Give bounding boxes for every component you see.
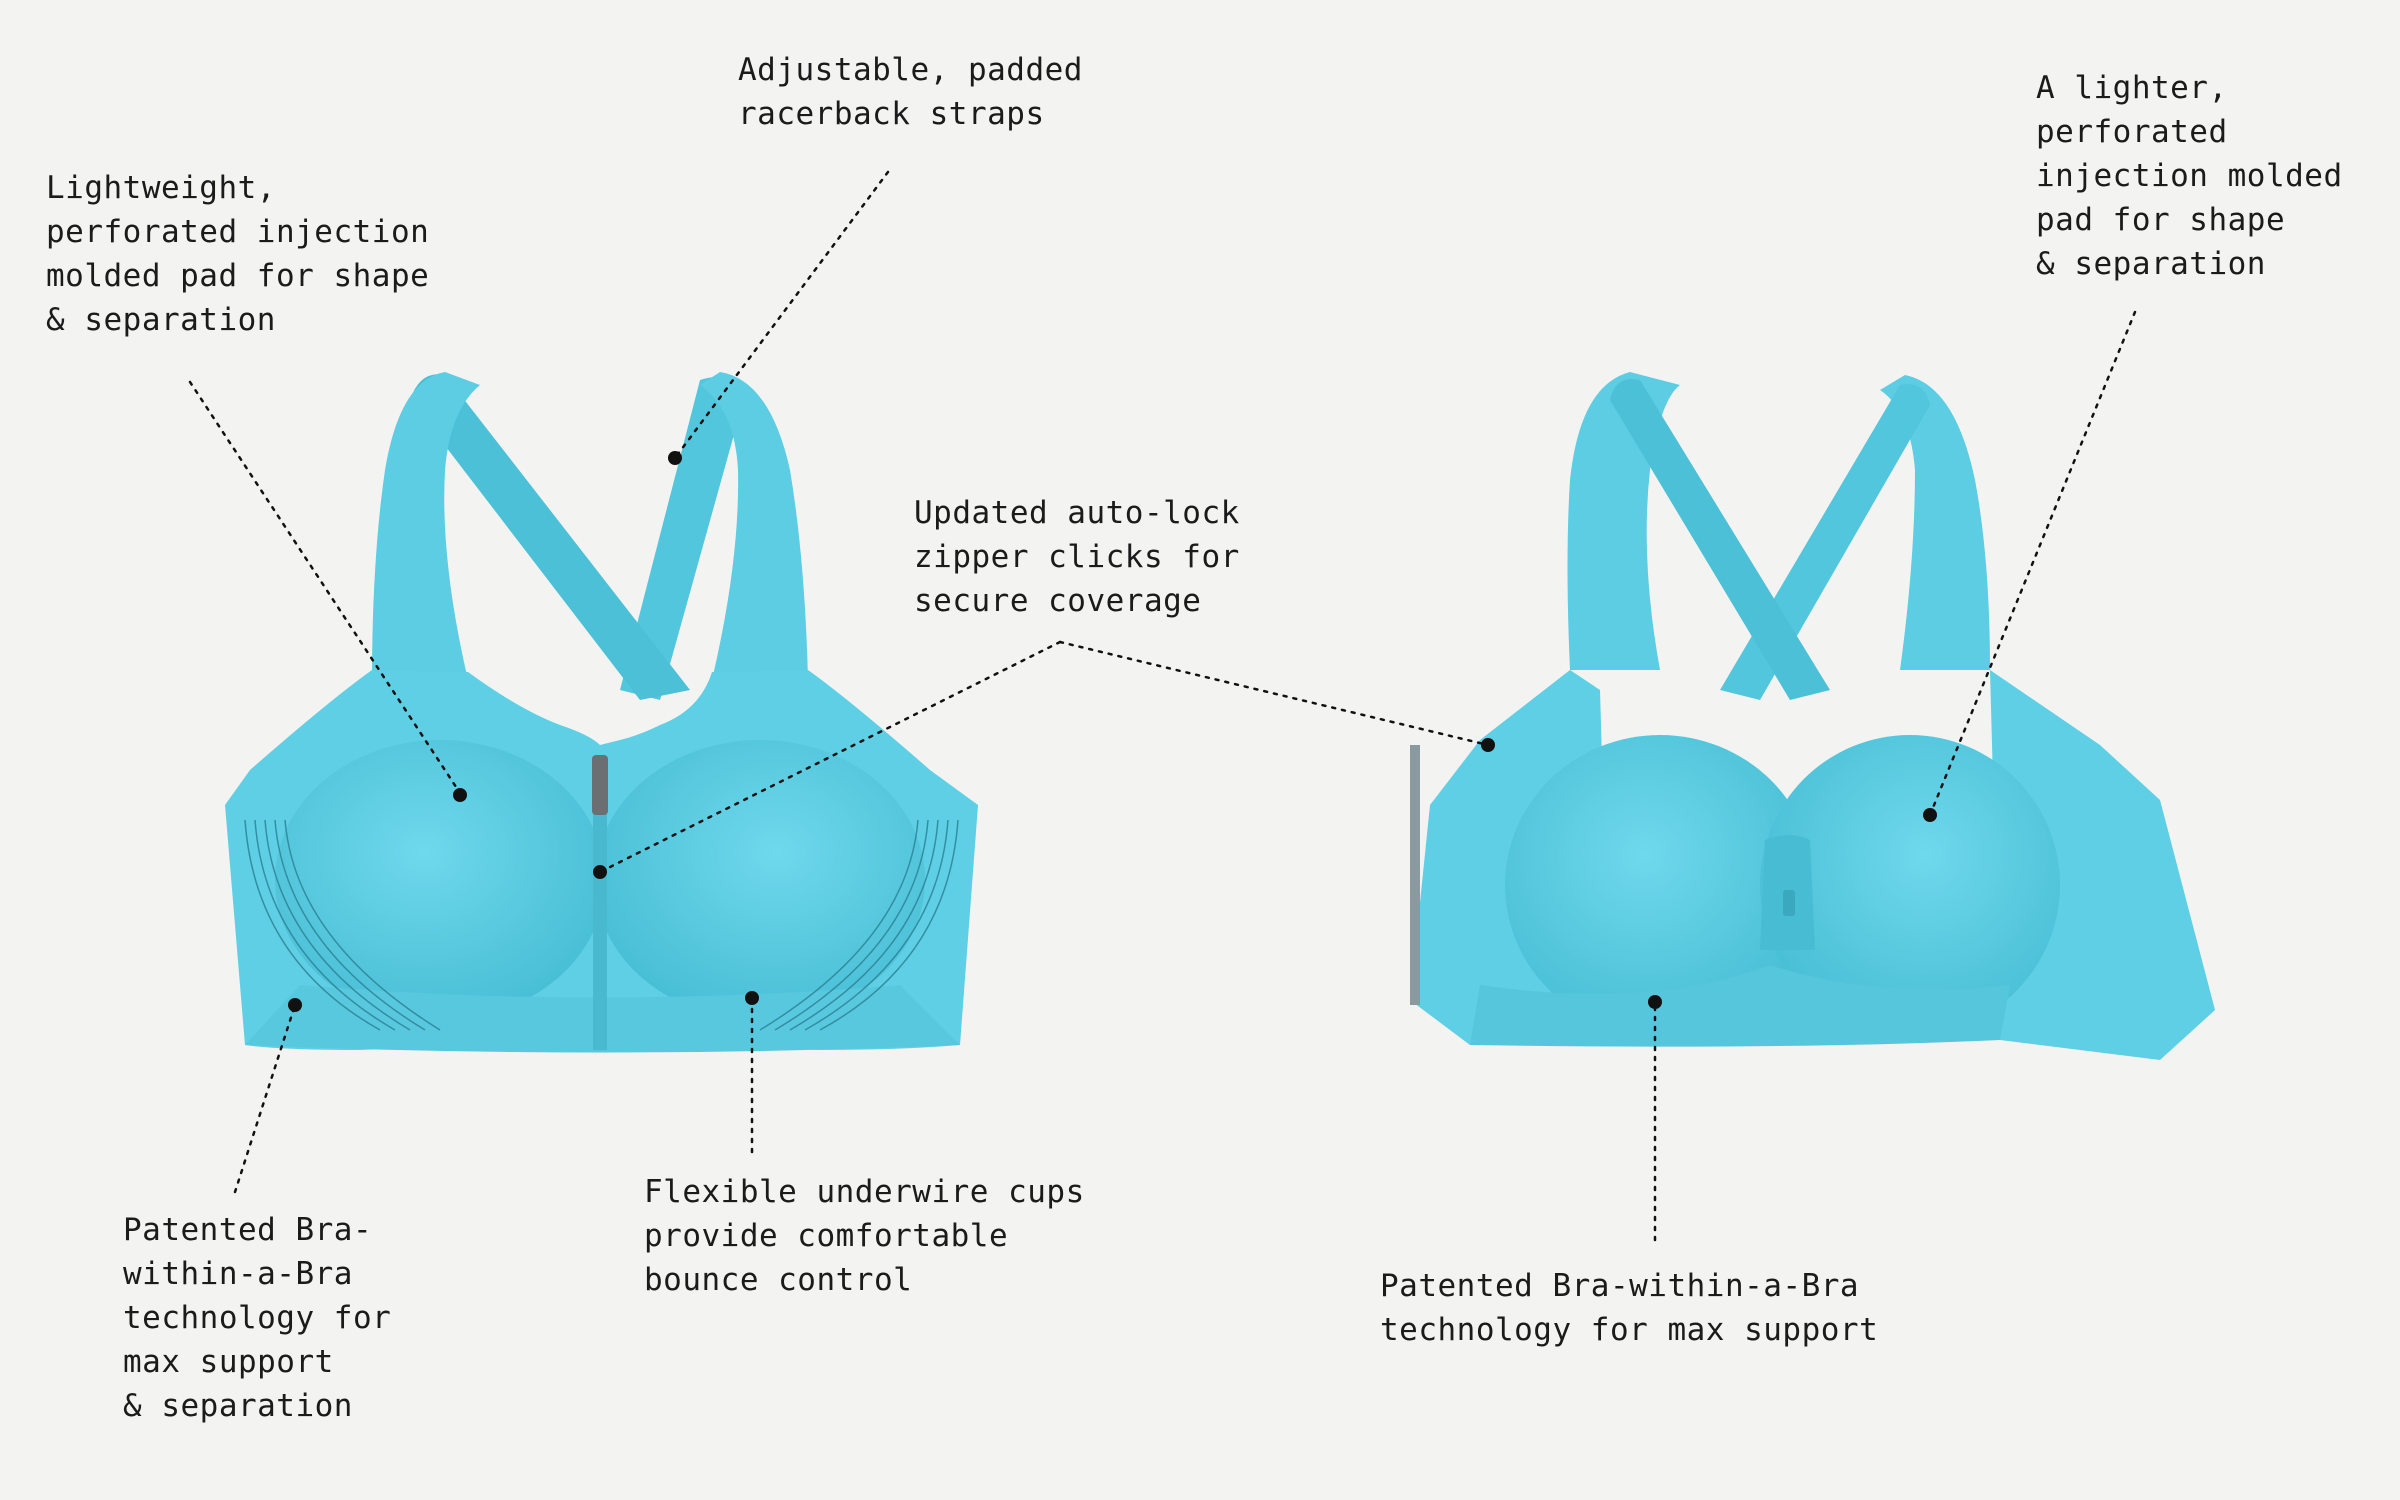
bonding-lines-left [244, 819, 441, 1031]
callout-racerback-straps: Adjustable, padded racerback straps [738, 52, 1083, 132]
callout-bra-within-left: Patented Bra- within-a-Bra technology fo… [123, 1212, 392, 1424]
front-view-bra [225, 372, 978, 1053]
inner-cup-left [1505, 735, 1815, 1035]
racerback-strap-right [410, 374, 690, 700]
racerback-strap-left [620, 377, 745, 700]
shoulder-strap-right [700, 372, 808, 680]
open-view-bra [1410, 372, 2215, 1060]
bonding-lines-right [759, 819, 959, 1031]
callout-zipper: Updated auto-lock zipper clicks for secu… [914, 495, 1240, 619]
dot-bra-within-left [288, 998, 302, 1012]
callout-lighter-pad: A lighter, perforated injection molded p… [2036, 70, 2343, 282]
leader-dots [288, 451, 1937, 1012]
leader-lighter-pad [1928, 310, 2137, 817]
cup-right [595, 740, 925, 1020]
callout-lightweight-pad: Lightweight, perforated injection molded… [46, 170, 430, 338]
open-racer-right [1610, 379, 1830, 700]
shoulder-strap-left [372, 372, 480, 680]
dot-underwire [745, 991, 759, 1005]
inner-underband [1470, 965, 2010, 1047]
dot-zipper-right [1481, 738, 1495, 752]
callout-underwire: Flexible underwire cups provide comforta… [644, 1174, 1085, 1298]
dot-bra-within-right [1648, 995, 1662, 1009]
callout-bra-within-right: Patented Bra-within-a-Bra technology for… [1380, 1268, 1879, 1348]
outer-flap-right [1990, 670, 2215, 1060]
leader-lines [188, 170, 2137, 1242]
zipper-pull [592, 755, 608, 815]
open-zipper-edge [1410, 745, 1420, 1005]
dot-zipper-left [593, 865, 607, 879]
open-racer-left [1720, 384, 1930, 700]
cup-left [275, 740, 605, 1020]
inner-cup-right [1760, 735, 2060, 1035]
leader-bra-within-left [233, 1003, 297, 1194]
leader-zipper-b [1058, 640, 1490, 747]
dot-racerback [668, 451, 682, 465]
dot-lightweight-pad [453, 788, 467, 802]
zipper-tape [593, 760, 607, 1050]
open-strap-right [1880, 375, 1990, 670]
leader-lightweight-pad [188, 380, 462, 795]
leader-racerback [673, 170, 890, 460]
center-hook [1783, 890, 1795, 916]
dot-lighter-pad [1923, 808, 1937, 822]
